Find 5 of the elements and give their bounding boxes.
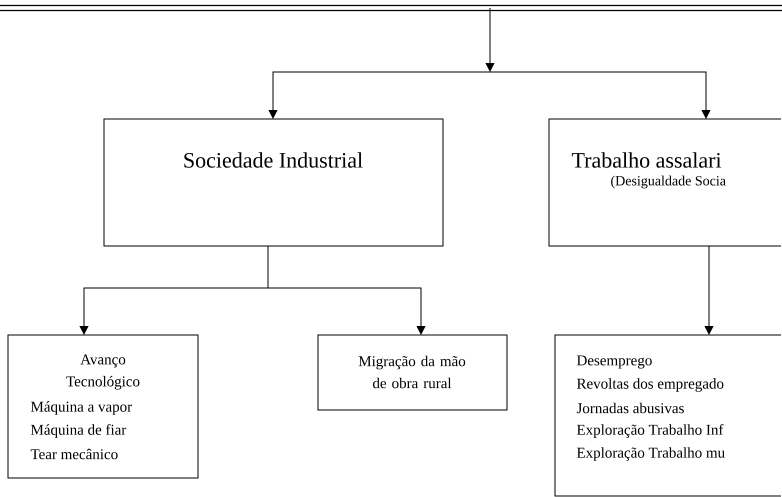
process-box: Avanço Tecnológico Máquina a vapor Máquina de fiar Tear mecânico xyxy=(8,334,198,478)
process-box: Desemprego Revoltas dos empregado Jornadas abusivas Exploração Trabalho Inf Exploração Trabalho mu xyxy=(554,334,782,496)
process-box: Trabalho assalari (Desigualdade Socia xyxy=(548,118,782,246)
process-box: Migração da mão de obra rural xyxy=(318,334,508,410)
process-box: Sociedade Industrial xyxy=(104,118,444,246)
